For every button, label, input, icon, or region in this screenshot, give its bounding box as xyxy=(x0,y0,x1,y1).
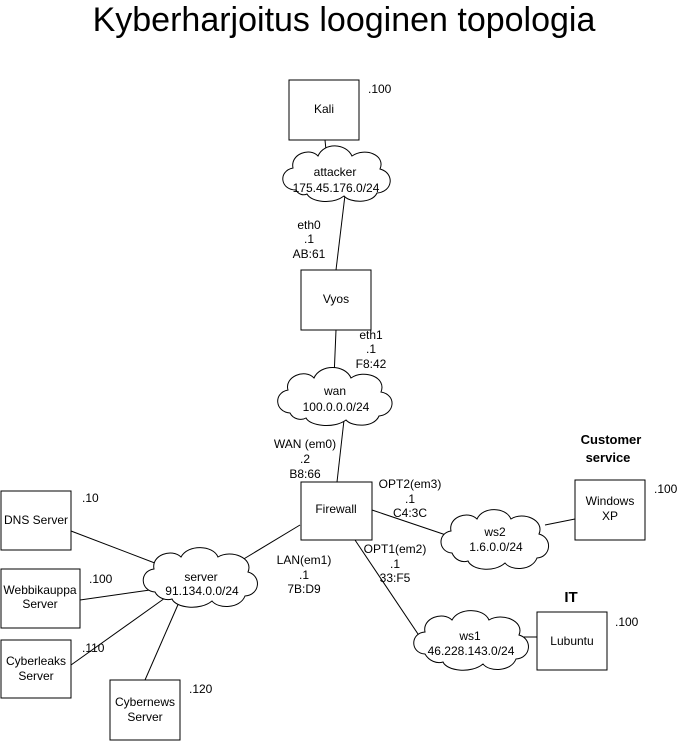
link-wan-firewall xyxy=(336,419,345,483)
iface-fw-lan: LAN(em1) .1 7B:D9 xyxy=(277,553,332,596)
iface-vyos-eth0: eth0 .1 AB:61 xyxy=(293,218,326,261)
link-firewall-server xyxy=(241,524,301,561)
link-firewall-ws2 xyxy=(371,509,447,536)
wan-cloud xyxy=(277,367,393,426)
iface-fw-opt2: OPT2(em3) .1 C4:3C xyxy=(379,477,442,520)
network-ws1: ws1 46.228.143.0/24 xyxy=(413,610,529,671)
lubuntu-label: Lubuntu xyxy=(550,634,593,648)
network-ws2: ws2 1.6.0.0/24 xyxy=(440,509,549,570)
server-subnet: 91.134.0.0/24 xyxy=(165,584,239,598)
fw-wan-name: WAN (em0) xyxy=(274,437,336,451)
webbikauppa-label1: Webbikauppa xyxy=(3,583,76,597)
node-vyos: Vyos xyxy=(300,269,372,331)
kali-ip: .100 xyxy=(368,82,392,96)
wan-name: wan xyxy=(323,384,346,398)
lubuntu-ip: .100 xyxy=(615,615,639,629)
cybernews-label1: Cybernews xyxy=(115,695,175,709)
attacker-cloud xyxy=(282,145,391,202)
server-cloud xyxy=(142,547,258,608)
node-lubuntu: Lubuntu .100 xyxy=(536,611,639,671)
webbikauppa-ip: .100 xyxy=(89,572,113,586)
link-ws2-windowsxp xyxy=(544,518,576,526)
eth0-name: eth0 xyxy=(297,218,321,232)
cyberleaks-label2: Server xyxy=(18,669,53,683)
fw-opt1-ip: .1 xyxy=(390,557,400,571)
node-cybernews-server: Cybernews Server .120 xyxy=(109,679,213,741)
network-server: server 91.134.0.0/24 xyxy=(142,547,258,608)
iface-fw-opt1: OPT1(em2) .1 33:F5 xyxy=(364,542,427,585)
link-attacker-vyos xyxy=(335,194,346,271)
ws2-cloud xyxy=(440,509,549,570)
webbikauppa-label2: Server xyxy=(22,597,57,611)
dns-label: DNS Server xyxy=(4,513,68,527)
fw-opt2-mac: C4:3C xyxy=(393,506,427,520)
cybernews-label2: Server xyxy=(127,710,162,724)
fw-opt2-ip: .1 xyxy=(405,492,415,506)
node-firewall: Firewall xyxy=(300,481,373,541)
windowsxp-label1: Windows xyxy=(586,494,635,508)
link-server-cyberleaks xyxy=(70,597,166,666)
link-server-cybernews xyxy=(144,599,181,681)
iface-vyos-eth1: eth1 .1 F8:42 xyxy=(356,328,387,371)
node-kali: Kali .100 xyxy=(288,79,392,141)
diagram-title: Kyberharjoitus looginen topologia xyxy=(93,1,596,39)
kali-label: Kali xyxy=(314,102,334,116)
fw-wan-mac: B8:66 xyxy=(289,467,321,481)
windowsxp-label2: XP xyxy=(602,509,618,523)
eth0-mac: AB:61 xyxy=(293,247,326,261)
iface-fw-wan: WAN (em0) .2 B8:66 xyxy=(274,437,336,481)
node-dns-server: DNS Server .10 xyxy=(0,490,99,551)
server-name: server xyxy=(184,570,217,584)
ws1-subnet: 46.228.143.0/24 xyxy=(428,644,515,658)
node-cyberleaks-server: Cyberleaks Server .110 xyxy=(0,639,105,699)
node-windowsxp: Windows XP .100 xyxy=(574,479,678,541)
cybernews-ip: .120 xyxy=(189,682,213,696)
attacker-subnet: 175.45.176.0/24 xyxy=(293,181,380,195)
eth1-ip: .1 xyxy=(366,342,376,356)
cyberleaks-label1: Cyberleaks xyxy=(6,654,66,668)
ws2-name: ws2 xyxy=(483,525,506,539)
ws2-subnet: 1.6.0.0/24 xyxy=(469,540,523,554)
fw-lan-ip: .1 xyxy=(299,568,309,582)
wan-subnet: 100.0.0.0/24 xyxy=(303,400,370,414)
fw-lan-mac: 7B:D9 xyxy=(287,582,321,596)
fw-opt1-mac: 33:F5 xyxy=(380,571,411,585)
link-server-dns xyxy=(70,530,161,566)
attacker-name: attacker xyxy=(314,165,357,179)
eth0-ip: .1 xyxy=(304,232,314,246)
eth1-mac: F8:42 xyxy=(356,357,387,371)
eth1-name: eth1 xyxy=(359,328,383,342)
ws1-cloud xyxy=(413,610,529,671)
customer-service-line2: service xyxy=(586,450,631,465)
fw-lan-name: LAN(em1) xyxy=(277,553,332,567)
dns-ip: .10 xyxy=(82,491,99,505)
node-webbikauppa-server: Webbikauppa Server .100 xyxy=(0,568,113,629)
fw-wan-ip: .2 xyxy=(300,452,310,466)
fw-opt1-name: OPT1(em2) xyxy=(364,542,427,556)
network-attacker: attacker 175.45.176.0/24 xyxy=(282,145,391,202)
fw-opt2-name: OPT2(em3) xyxy=(379,477,442,491)
cyberleaks-ip: .110 xyxy=(82,641,105,655)
vyos-label: Vyos xyxy=(323,292,349,306)
group-customer-service: Customer service xyxy=(581,432,642,465)
link-firewall-ws1 xyxy=(354,539,421,638)
network-wan: wan 100.0.0.0/24 xyxy=(277,367,393,426)
ws1-name: ws1 xyxy=(458,629,481,643)
customer-service-line1: Customer xyxy=(581,432,642,447)
link-server-webbikauppa xyxy=(79,589,151,601)
it-heading: IT xyxy=(564,589,577,606)
links xyxy=(70,139,576,681)
windowsxp-ip: .100 xyxy=(654,482,678,496)
firewall-label: Firewall xyxy=(315,502,356,516)
